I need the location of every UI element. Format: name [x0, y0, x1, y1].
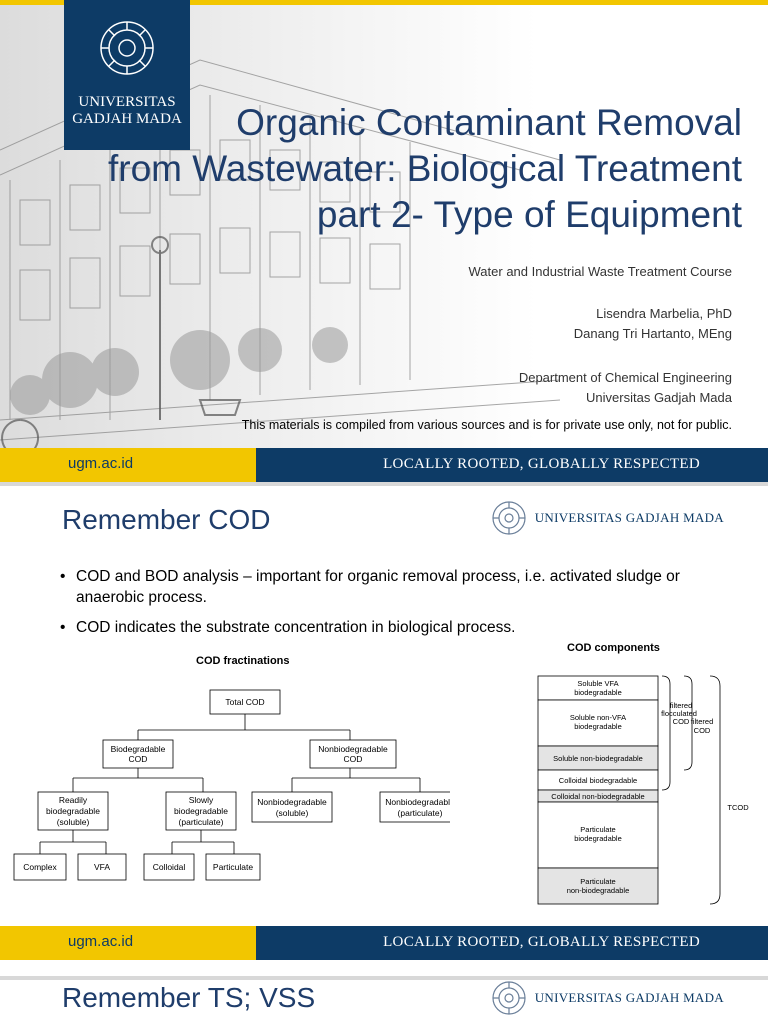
stack-text: Soluble non-biodegradable: [553, 754, 643, 763]
authors: Lisendra Marbelia, PhD Danang Tri Hartan…: [574, 304, 732, 344]
bullet-item: COD indicates the substrate concentratio…: [58, 617, 718, 638]
tree-text: (particulate): [398, 808, 443, 818]
title-slide: UNIVERSITAS GADJAH MADA Organic Contamin…: [0, 0, 768, 482]
bullet-list: COD and BOD analysis – important for org…: [58, 566, 718, 647]
footer-motto: LOCALLY ROOTED, GLOBALLY RESPECTED: [383, 934, 700, 950]
author-1: Lisendra Marbelia, PhD: [596, 306, 732, 321]
cod-fractions-label: COD fractinations: [196, 655, 290, 667]
stack-text: TCOD: [727, 803, 749, 812]
stack-text: Soluble non-VFA: [570, 713, 626, 722]
footer-url: ugm.ac.id: [68, 455, 134, 472]
tree-text: Total COD: [225, 697, 264, 707]
top-accent-line: [0, 0, 768, 5]
stack-text: biodegradable: [574, 834, 622, 843]
ugm-logo-block: UNIVERSITAS GADJAH MADA: [64, 0, 190, 150]
stack-text: filtered: [670, 701, 693, 710]
bracket-flocculated: [661, 675, 671, 791]
node-nb-soluble: [251, 791, 333, 823]
logo-line-1: UNIVERSITAS: [78, 94, 176, 110]
tree-text: biodegradable: [46, 806, 100, 816]
tree-text: COD: [344, 754, 363, 764]
node-vfa: [77, 853, 127, 881]
cod-slide: Remember COD UNIVERSITAS GADJAH MADA COD…: [0, 486, 768, 976]
tree-text: Nonbiodegradable: [318, 744, 388, 754]
cod-components-label: COD components: [567, 642, 660, 654]
tree-text: (soluble): [276, 808, 309, 818]
course-name: Water and Industrial Waste Treatment Cou…: [468, 264, 732, 279]
slide-heading: Remember COD: [62, 504, 271, 535]
campus-building-sketch: [0, 59, 560, 448]
stack-text: Colloidal biodegradable: [559, 776, 637, 785]
tree-text: Nonbiodegradable: [257, 797, 327, 807]
tree-text: Biodegradable: [111, 744, 166, 754]
bullet-item: COD and BOD analysis – important for org…: [58, 566, 718, 608]
component-soluble-nonvfa: [537, 699, 659, 747]
title-line-1: Organic Contaminant Removal: [236, 102, 742, 143]
stack-text: COD: [673, 717, 690, 726]
bracket-filtered: [683, 675, 693, 771]
department-line-1: Department of Chemical Engineering: [518, 370, 732, 385]
ugm-emblem-icon: [100, 21, 154, 75]
tree-text: biodegradable: [174, 806, 228, 816]
cod-fractionation-diagram: Total COD Biodegradable COD Nonbiodegrad…: [13, 689, 450, 881]
ugm-emblem-icon: [492, 981, 526, 1015]
tree-text: Colloidal: [153, 862, 186, 872]
tree-text: Complex: [23, 862, 57, 872]
node-particulate: [205, 853, 261, 881]
title-line-2: from Wastewater: Biological Treatment: [107, 148, 742, 189]
stack-text: flocculated: [661, 709, 697, 718]
ts-vss-slide: Remember TS; VSS UNIVERSITAS GADJAH MADA: [0, 980, 768, 1024]
tree-text: Particulate: [213, 862, 253, 872]
stack-text: Particulate: [580, 825, 615, 834]
tree-text: (soluble): [57, 817, 90, 827]
slide-footer: ugm.ac.id LOCALLY ROOTED, GLOBALLY RESPE…: [0, 926, 768, 960]
cod-components-diagram: Soluble VFA biodegradable Soluble non-VF…: [537, 675, 749, 905]
component-particulate-nonbio: [537, 867, 659, 905]
title-line-3: part 2- Type of Equipment: [316, 194, 742, 235]
node-complex: [13, 853, 67, 881]
department: Department of Chemical Engineering Unive…: [519, 368, 732, 408]
tree-text: COD: [129, 754, 148, 764]
department-line-2: Universitas Gadjah Mada: [586, 390, 732, 405]
component-soluble-vfa: [537, 675, 659, 701]
stack-text: biodegradable: [574, 722, 622, 731]
stack-text: Soluble VFA: [577, 679, 618, 688]
slide-title: Organic Contaminant Removal from Wastewa…: [82, 100, 742, 238]
stack-text: Particulate: [580, 877, 615, 886]
tree-text: (particulate): [179, 817, 224, 827]
slide-footer: ugm.ac.id LOCALLY ROOTED, GLOBALLY RESPE…: [0, 448, 768, 482]
ugm-brand-name: UNIVERSITAS GADJAH MADA: [534, 990, 724, 1005]
tree-text: Nonbiodegradable: [385, 797, 450, 807]
component-particulate-bio: [537, 801, 659, 869]
ugm-emblem-icon: [492, 501, 526, 535]
stack-text: biodegradable: [574, 688, 622, 697]
author-2: Danang Tri Hartanto, MEng: [573, 326, 732, 341]
stack-text: filtered: [691, 717, 714, 726]
slide-heading: Remember TS; VSS: [62, 982, 316, 1013]
tree-text: Readily: [59, 795, 88, 805]
node-nb-particulate: [379, 791, 450, 823]
stack-text: Colloidal non-biodegradable: [551, 792, 644, 801]
stack-text: COD: [694, 726, 711, 735]
tree-text: Slowly: [189, 795, 214, 805]
ugm-brand: UNIVERSITAS GADJAH MADA: [491, 980, 724, 1016]
disclaimer-note: This materials is compiled from various …: [241, 418, 732, 432]
node-colloidal: [143, 853, 195, 881]
footer-motto: LOCALLY ROOTED, GLOBALLY RESPECTED: [383, 456, 700, 472]
tree-text: VFA: [94, 862, 110, 872]
footer-url: ugm.ac.id: [68, 933, 134, 950]
ugm-brand: UNIVERSITAS GADJAH MADA: [491, 500, 724, 536]
ugm-brand-name: UNIVERSITAS GADJAH MADA: [534, 510, 724, 525]
bracket-tcod: [709, 675, 721, 905]
node-nonbiodegradable: [309, 739, 397, 769]
stack-text: non-biodegradable: [567, 886, 630, 895]
logo-line-2: GADJAH MADA: [72, 111, 182, 127]
